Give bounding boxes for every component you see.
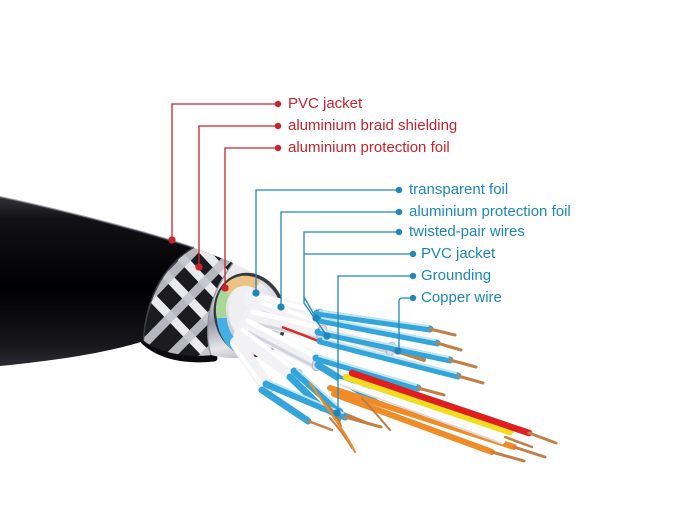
wrap-green-arc bbox=[215, 289, 231, 319]
label-aluminium-braid-shielding: aluminium braid shielding bbox=[288, 117, 458, 134]
pvc-jacket-outer bbox=[0, 196, 218, 366]
leader-lines-blue bbox=[252, 186, 417, 417]
thin-orange-wire bbox=[308, 381, 357, 454]
leader-lines-red bbox=[168, 100, 282, 292]
label-inner-aluminium-foil: aluminium protection foil bbox=[409, 203, 571, 220]
label-outer-pvc-jacket: PVC jacket bbox=[288, 95, 363, 112]
label-transparent-foil: transparent foil bbox=[409, 181, 509, 198]
twisted-pair-cables bbox=[230, 291, 426, 396]
label-grounding: Grounding bbox=[421, 267, 492, 284]
thin-red-wire bbox=[281, 325, 319, 343]
single-wires-bundle bbox=[327, 369, 558, 463]
label-twisted-pair-wires: twisted-pair wires bbox=[409, 223, 525, 240]
label-copper-wire: Copper wire bbox=[421, 289, 502, 306]
label-outer-aluminium-foil: aluminium protection foil bbox=[288, 139, 450, 156]
label-inner-pvc-jacket: PVC jacket bbox=[421, 245, 496, 262]
